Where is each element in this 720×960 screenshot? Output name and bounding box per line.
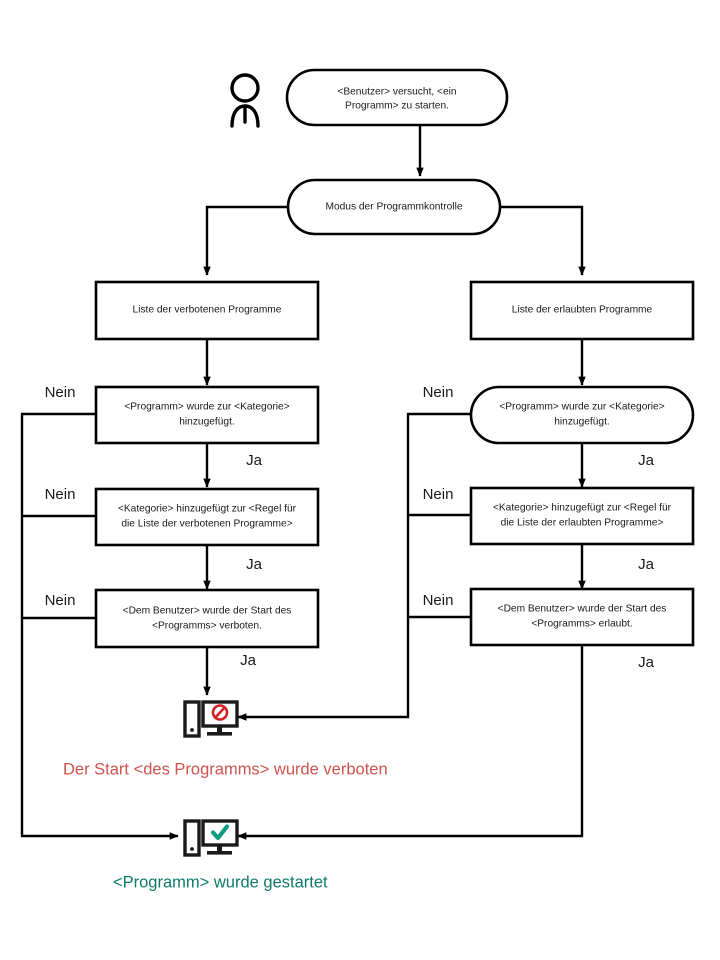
node-allow-rule-line2: die Liste der erlaubten Programme> [501, 518, 664, 529]
denied-outcome-caption: Der Start <des Programms> wurde verboten [63, 760, 388, 778]
node-deny-user: <Dem Benutzer> wurde der Start des <Prog… [94, 588, 320, 649]
node-deny-category-line2: hinzugefügt. [179, 417, 235, 428]
edge-label-ja-allow-user: Ja [638, 654, 655, 671]
person-icon [230, 73, 260, 128]
node-deny-category-line1: <Programm> wurde zur <Kategorie> [124, 402, 289, 413]
edge-mode-to-denylist [203, 205, 288, 276]
edge-label-nein-deny-user: Nein [45, 592, 76, 609]
node-allow-category-line1: <Programm> wurde zur <Kategorie> [499, 402, 664, 413]
edge-label-ja-allow-category: Ja [638, 452, 655, 469]
edge-label-nein-allow-rule: Nein [423, 486, 454, 503]
edge-allow-user-ja-to-allowed [237, 645, 584, 840]
computer-blocked-icon [183, 700, 239, 738]
node-deny-rule: <Kategorie> hinzugefügt zur <Regel für d… [94, 487, 320, 547]
node-allow-category-line2: hinzugefügt. [554, 417, 610, 428]
node-start: <Benutzer> versucht, <ein Programm> zu s… [285, 68, 509, 127]
node-allow-rule: <Kategorie> hinzugefügt zur <Regel für d… [469, 486, 695, 546]
edge-label-nein-deny-category: Nein [45, 384, 76, 401]
edge-label-nein-deny-rule: Nein [45, 486, 76, 503]
node-deny-rule-line2: die Liste der verbotenen Programme> [121, 519, 292, 530]
edge-left-nein-bus [20, 412, 179, 840]
node-denylist-line1: Liste der verbotenen Programme [133, 305, 282, 316]
node-deny-category: <Programm> wurde zur <Kategorie> hinzuge… [94, 385, 320, 445]
allowed-outcome-caption: <Programm> wurde gestartet [113, 873, 328, 891]
node-start-line2: Programm> zu starten. [345, 101, 449, 112]
edge-label-nein-allow-category: Nein [423, 384, 454, 401]
node-allow-category: <Programm> wurde zur <Kategorie> hinzuge… [469, 385, 695, 445]
edge-mode-to-allowlist [500, 205, 586, 276]
edge-label-ja-allow-rule: Ja [638, 556, 655, 573]
node-deny-rule-line1: <Kategorie> hinzugefügt zur <Regel für [118, 504, 297, 515]
node-allowlist-line1: Liste der erlaubten Programme [512, 305, 653, 316]
computer-check-icon [183, 819, 239, 857]
node-allow-user-line1: <Dem Benutzer> wurde der Start des [498, 604, 667, 615]
node-mode-line1: Modus der Programmkontrolle [325, 202, 462, 213]
node-allow-user: <Dem Benutzer> wurde der Start des <Prog… [469, 587, 695, 647]
node-allowlist: Liste der erlaubten Programme [469, 280, 695, 341]
edge-right-nein-bus [237, 412, 471, 721]
node-deny-user-line2: <Programms> verboten. [152, 621, 262, 632]
node-allow-user-line2: <Programms> erlaubt. [531, 619, 632, 630]
node-mode: Modus der Programmkontrolle [286, 178, 502, 236]
node-denylist: Liste der verbotenen Programme [94, 280, 320, 341]
edge-label-ja-deny-user: Ja [240, 652, 257, 669]
edge-label-nein-allow-user: Nein [423, 592, 454, 609]
node-deny-user-line1: <Dem Benutzer> wurde der Start des [123, 606, 292, 617]
node-allow-rule-line1: <Kategorie> hinzugefügt zur <Regel für [493, 503, 672, 514]
edge-label-ja-deny-rule: Ja [246, 556, 263, 573]
node-start-line1: <Benutzer> versucht, <ein [337, 87, 456, 98]
edge-label-ja-deny-category: Ja [246, 452, 263, 469]
